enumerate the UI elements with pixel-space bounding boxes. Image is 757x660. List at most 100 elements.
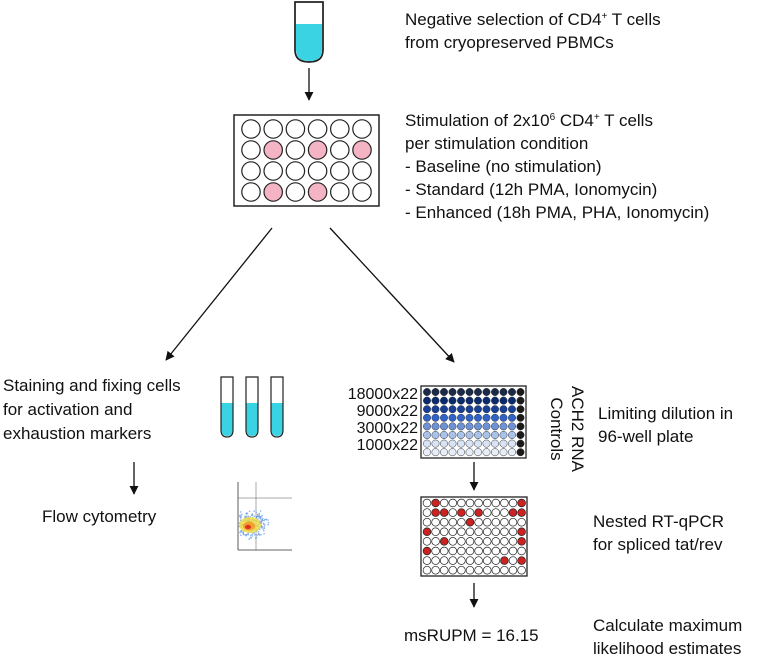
flow-event-dot: [253, 533, 256, 536]
flow-event-dot: [249, 534, 252, 537]
pcr-well: [508, 546, 518, 556]
flow-event-dot: [265, 518, 268, 521]
pcr-well: [422, 508, 432, 517]
pcr-well: [517, 517, 526, 527]
pcr-well: [439, 565, 449, 575]
dilution-well: [431, 439, 440, 448]
dilution-well: [491, 448, 499, 457]
pcr-positive-well: [517, 498, 526, 508]
flow-event-dot: [262, 528, 264, 530]
dilution-well: [499, 396, 508, 405]
pcr-positive-well: [500, 556, 509, 565]
flow-event-dot: [259, 510, 262, 512]
dilution-well: [431, 405, 440, 414]
flow-event-dot: [239, 517, 242, 519]
pcr-well: [439, 517, 449, 527]
dilution-well: [465, 439, 474, 448]
dilution-well: [465, 405, 474, 414]
pcr-well: [422, 498, 432, 508]
dilution-well: [465, 431, 474, 439]
flow-event-dot: [246, 512, 249, 515]
pcr-well: [508, 556, 518, 565]
pcr-well: [500, 537, 509, 546]
flow-event-dot: [252, 532, 254, 535]
dilution-well: [465, 413, 474, 422]
flow-event-dot: [253, 510, 255, 512]
flow-event-dot: [248, 510, 251, 513]
controls-text: Controls: [547, 397, 566, 461]
flow-event-dot: [259, 518, 262, 520]
dilution-well: [440, 448, 448, 457]
pcr-positive-well: [439, 508, 449, 517]
flow-event-dot: [256, 534, 259, 536]
dilution-well: [423, 431, 431, 439]
stimulation-well: [241, 161, 261, 181]
flow-cytometry-plot: [230, 478, 292, 556]
pcr-well: [517, 565, 526, 575]
pcr-well: [482, 527, 492, 537]
ach2-controls-label: ACH2 RNA Controls: [544, 369, 588, 489]
pcr-well: [508, 565, 518, 575]
pcr-well: [465, 498, 475, 508]
flow-event-dot: [251, 535, 254, 537]
pcr-well: [448, 546, 458, 556]
dilution-well: [491, 431, 499, 439]
dilution-line2: 96-well plate: [598, 427, 694, 446]
flow-event-dot: [239, 531, 241, 534]
dilution-well: [440, 431, 448, 439]
stimulation-well: [352, 182, 372, 202]
flow-event-dot: [245, 515, 248, 517]
pcr-positive-well: [431, 498, 440, 508]
dilution-well: [516, 439, 525, 448]
pcr-well: [508, 537, 518, 546]
pcr-positive-well: [508, 508, 518, 517]
dilution-well: [474, 439, 482, 448]
pcr-line2: for spliced tat/rev: [593, 535, 723, 554]
dilution-well: [516, 396, 525, 405]
flow-event-dot: [262, 522, 265, 525]
flow-event-dot: [260, 534, 262, 536]
dilution-well: [491, 439, 499, 448]
pcr-well: [482, 508, 492, 517]
dilution-well: [423, 439, 431, 448]
pcr-positive-well: [517, 537, 526, 546]
dilution-well: [508, 431, 516, 439]
dilution-well: [491, 388, 499, 396]
pcr-plate: [420, 496, 528, 577]
pcr-positive-well: [517, 556, 526, 565]
dilution-well: [448, 388, 457, 396]
pcr-positive-well: [422, 527, 432, 537]
stimulation-well: [329, 140, 350, 160]
pcr-well: [491, 565, 501, 575]
flow-cytometry-label: Flow cytometry: [42, 507, 157, 526]
pcr-positive-well: [517, 527, 526, 537]
stimulation-well: [263, 161, 283, 181]
pcr-well: [474, 556, 483, 565]
pcr-well: [465, 565, 475, 575]
standard-row-4: 1000x22: [356, 437, 418, 454]
dilution-well: [499, 388, 508, 396]
flow-event-dot: [261, 518, 264, 521]
dilution-well: [457, 396, 465, 405]
pcr-well: [431, 546, 440, 556]
stimulation-plate: [233, 114, 380, 207]
pcr-well: [465, 537, 475, 546]
dilution-well: [448, 439, 457, 448]
standard-row-1: 18000x22: [347, 386, 418, 403]
pcr-well: [457, 498, 466, 508]
stimulation-well: [329, 119, 350, 139]
pcr-well: [457, 537, 466, 546]
dilution-well: [448, 405, 457, 414]
pcr-well: [439, 556, 449, 565]
flow-event-dot: [261, 515, 264, 517]
dilution-well: [482, 422, 491, 431]
pcr-well: [431, 556, 440, 565]
flow-event-dot: [263, 519, 265, 522]
flow-event-dot: [257, 531, 260, 533]
dilution-well: [491, 413, 499, 422]
pcr-well: [422, 565, 432, 575]
dilution-well: [508, 448, 516, 457]
dilution-well: [440, 413, 448, 422]
flow-event-dot: [251, 533, 253, 536]
stimulation-well: [285, 182, 306, 202]
